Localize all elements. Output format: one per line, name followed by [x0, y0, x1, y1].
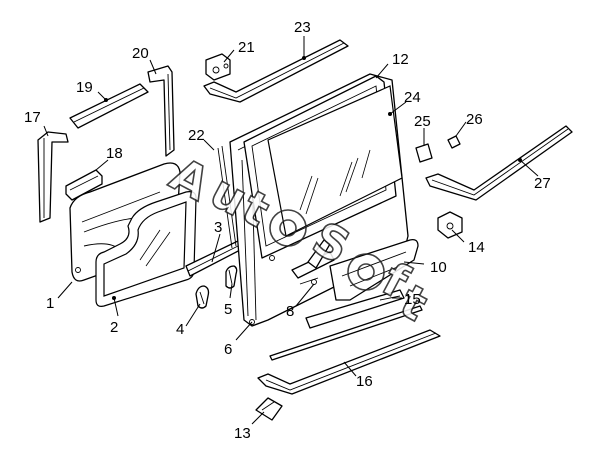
callout-26: 26 — [466, 111, 483, 128]
part-14-bracket — [437, 211, 463, 239]
callout-21: 21 — [238, 39, 255, 56]
callout-4: 4 — [176, 321, 184, 338]
callout-23: 23 — [294, 19, 311, 36]
watermark-letter-6-ring — [347, 253, 385, 291]
callout-20: 20 — [132, 45, 149, 62]
callout-18: 18 — [106, 145, 123, 162]
part-19-strip — [69, 83, 149, 129]
part-26-clip — [447, 135, 461, 149]
part-13-bracket — [255, 397, 283, 421]
callout-27: 27 — [534, 175, 551, 192]
callout-10: 10 — [430, 259, 447, 276]
part-25-bracket — [415, 143, 433, 163]
callout-12: 12 — [392, 51, 409, 68]
part-20-l-strip — [147, 65, 175, 157]
callout-24: 24 — [404, 89, 421, 106]
callout-22: 22 — [188, 127, 205, 144]
callout-5: 5 — [224, 301, 232, 318]
part-15-strip — [305, 289, 405, 329]
part-4-bracket — [195, 285, 210, 309]
watermark-letter-4-ring — [269, 209, 307, 247]
callout-labels: 1 2 3 4 5 6 8 10 12 13 14 15 16 17 18 19… — [24, 19, 551, 442]
callout-6: 6 — [224, 341, 232, 358]
part-24-glass — [267, 85, 403, 237]
callout-1: 1 — [46, 295, 54, 312]
part-2-glass — [95, 191, 197, 307]
watermark-letter-4-inner — [279, 219, 297, 237]
part-27-rail — [425, 125, 573, 201]
part-21-roller — [205, 53, 231, 81]
watermark-letter-6-inner — [357, 263, 375, 281]
callout-13: 13 — [234, 425, 251, 442]
callout-16: 16 — [356, 373, 373, 390]
lower-rail-rod — [269, 305, 423, 361]
part-5-bracket — [225, 265, 238, 289]
part-16-rail — [257, 329, 441, 395]
part-17-l-strip — [37, 131, 69, 223]
callout-2: 2 — [110, 319, 118, 336]
callout-25: 25 — [414, 113, 431, 130]
callout-17: 17 — [24, 109, 41, 126]
callout-15: 15 — [404, 291, 421, 308]
callout-3: 3 — [214, 219, 222, 236]
leader-lines — [43, 36, 539, 425]
callout-8: 8 — [286, 303, 294, 320]
part-23-rail — [203, 39, 349, 103]
callout-19: 19 — [76, 79, 93, 96]
part-22-seal — [217, 145, 237, 249]
callout-14: 14 — [468, 239, 485, 256]
part-8-handle — [291, 239, 335, 285]
